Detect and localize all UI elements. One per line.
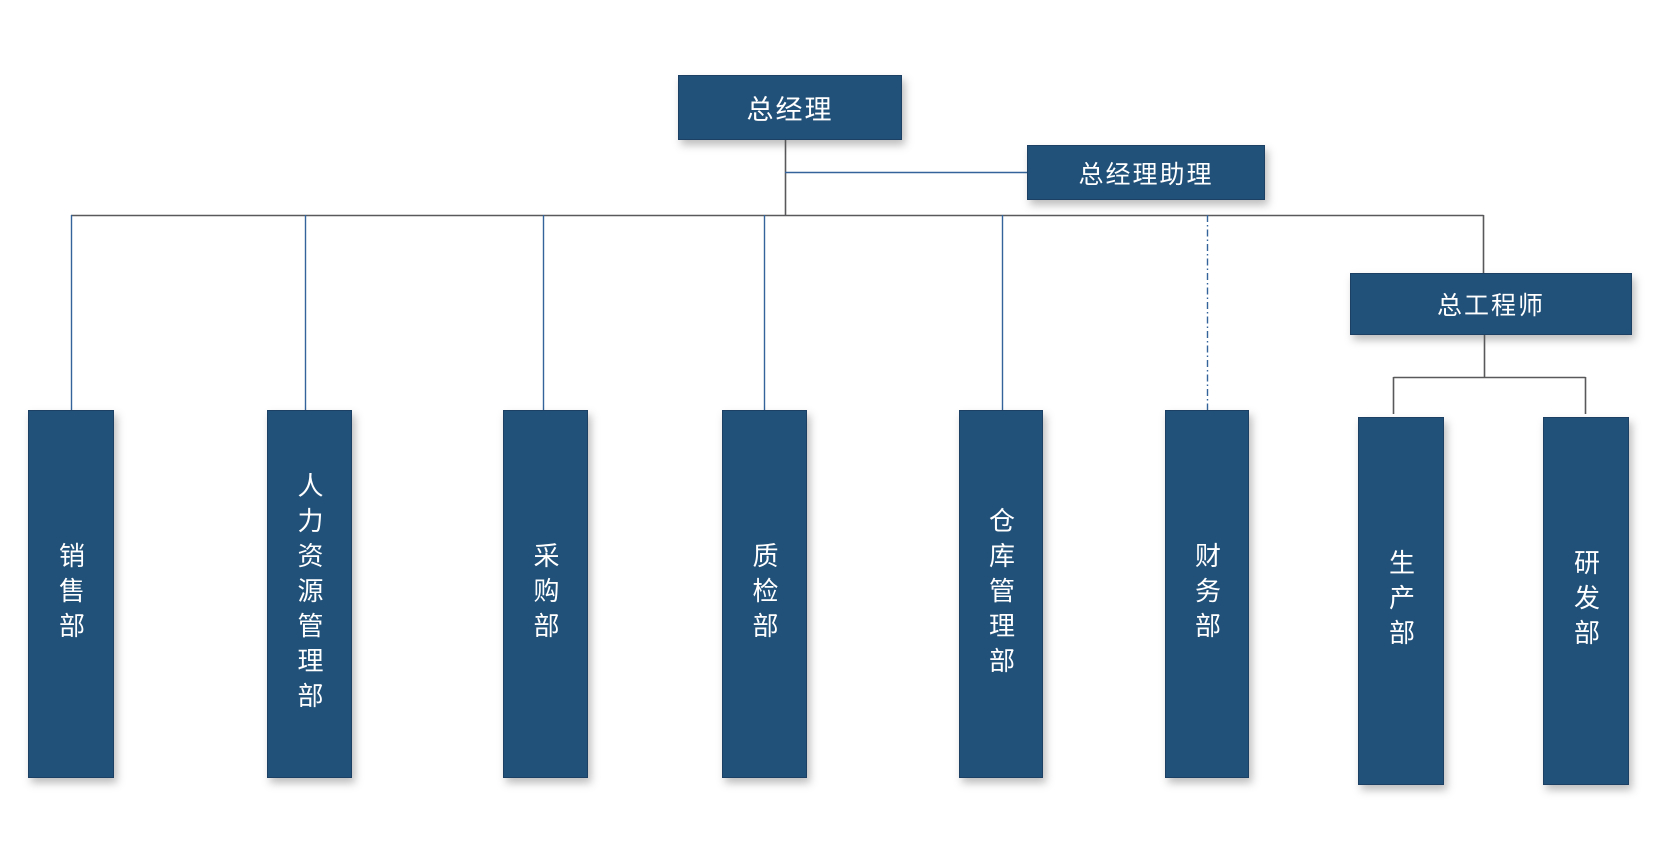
node-chief-engineer: 总工程师 — [1350, 273, 1632, 335]
node-dept-quality: 质检部 — [722, 410, 807, 778]
node-dept-rnd: 研发部 — [1543, 417, 1629, 785]
node-gm-assistant: 总经理助理 — [1027, 145, 1265, 200]
node-general-manager: 总经理 — [678, 75, 902, 140]
node-dept-sales: 销售部 — [28, 410, 114, 778]
node-dept-finance: 财务部 — [1165, 410, 1249, 778]
node-dept-purchasing: 采购部 — [503, 410, 588, 778]
node-dept-hr: 人力资源管理部 — [267, 410, 352, 778]
node-dept-production: 生产部 — [1358, 417, 1444, 785]
node-dept-warehouse: 仓库管理部 — [959, 410, 1043, 778]
